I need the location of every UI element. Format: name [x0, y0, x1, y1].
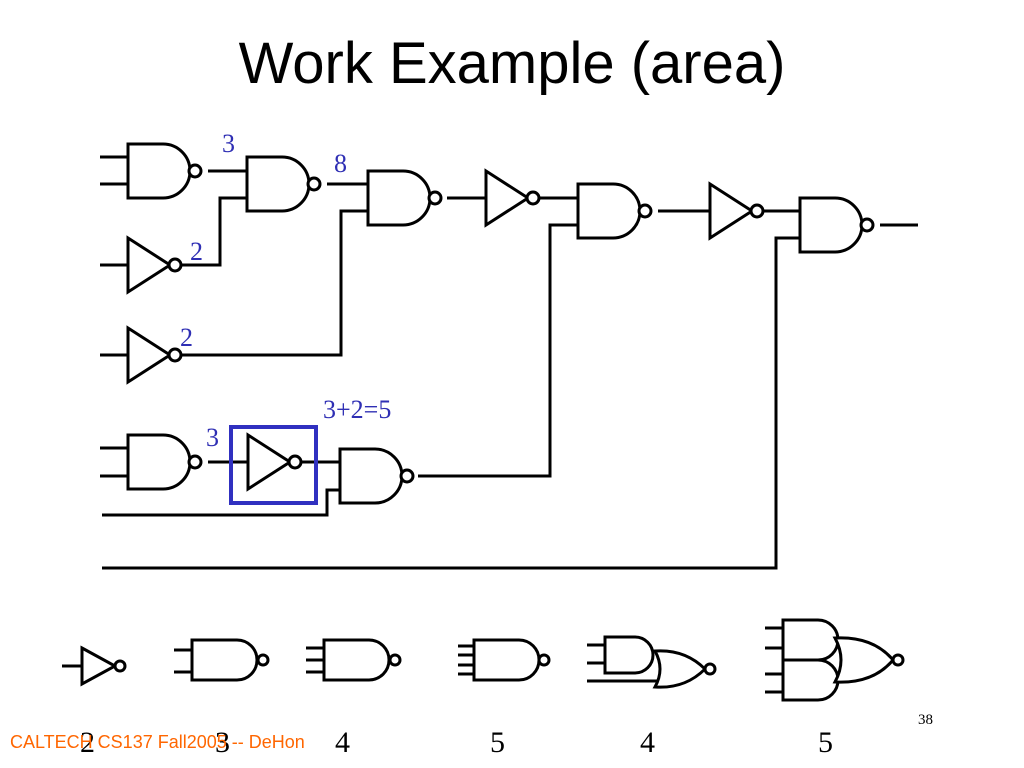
cost-label: 4 [640, 726, 655, 759]
nand-gate [798, 196, 875, 254]
page-number: 38 [918, 712, 933, 728]
legend-inverter [62, 645, 127, 687]
cost-label: 3 [215, 726, 230, 759]
annotation-inv2-out: 2 [180, 323, 193, 352]
inverter-gate [246, 433, 303, 491]
inverter-gate [708, 182, 765, 240]
nand-gate [576, 182, 653, 240]
circuit-wires [100, 155, 918, 570]
legend-nand4 [458, 638, 551, 682]
legend-and-or-invert-21 [587, 635, 717, 689]
legend-nand3 [306, 638, 402, 682]
slide-title: Work Example (area) [238, 31, 786, 96]
cost-label: 5 [490, 726, 505, 759]
legend-nand2 [174, 638, 270, 682]
annotation-nand2-out: 8 [334, 149, 347, 178]
nand-gate [338, 447, 415, 505]
legend-gates [62, 618, 905, 702]
nand-gate [126, 142, 203, 200]
bubble-icon [187, 163, 203, 179]
inverter-gate [484, 169, 541, 227]
inverter-gate [126, 326, 183, 384]
inverter-gate [126, 236, 183, 294]
annotation-nand-low-out: 3 [206, 423, 219, 452]
nand-gate [245, 155, 322, 213]
annotation-nand1-out: 3 [222, 129, 235, 158]
highlight-box [229, 425, 318, 505]
nand-gate [126, 433, 203, 491]
cost-label: 4 [335, 726, 350, 759]
legend-and-or-invert-22 [765, 618, 905, 702]
footer-text: CALTECH CS137 Fall2005 -- DeHon [10, 732, 305, 752]
cost-label: 5 [818, 726, 833, 759]
nand-gate [366, 169, 443, 227]
annotation-sum: 3+2=5 [323, 395, 391, 424]
annotation-inv1-out: 2 [190, 237, 203, 266]
cost-label: 2 [80, 726, 95, 759]
